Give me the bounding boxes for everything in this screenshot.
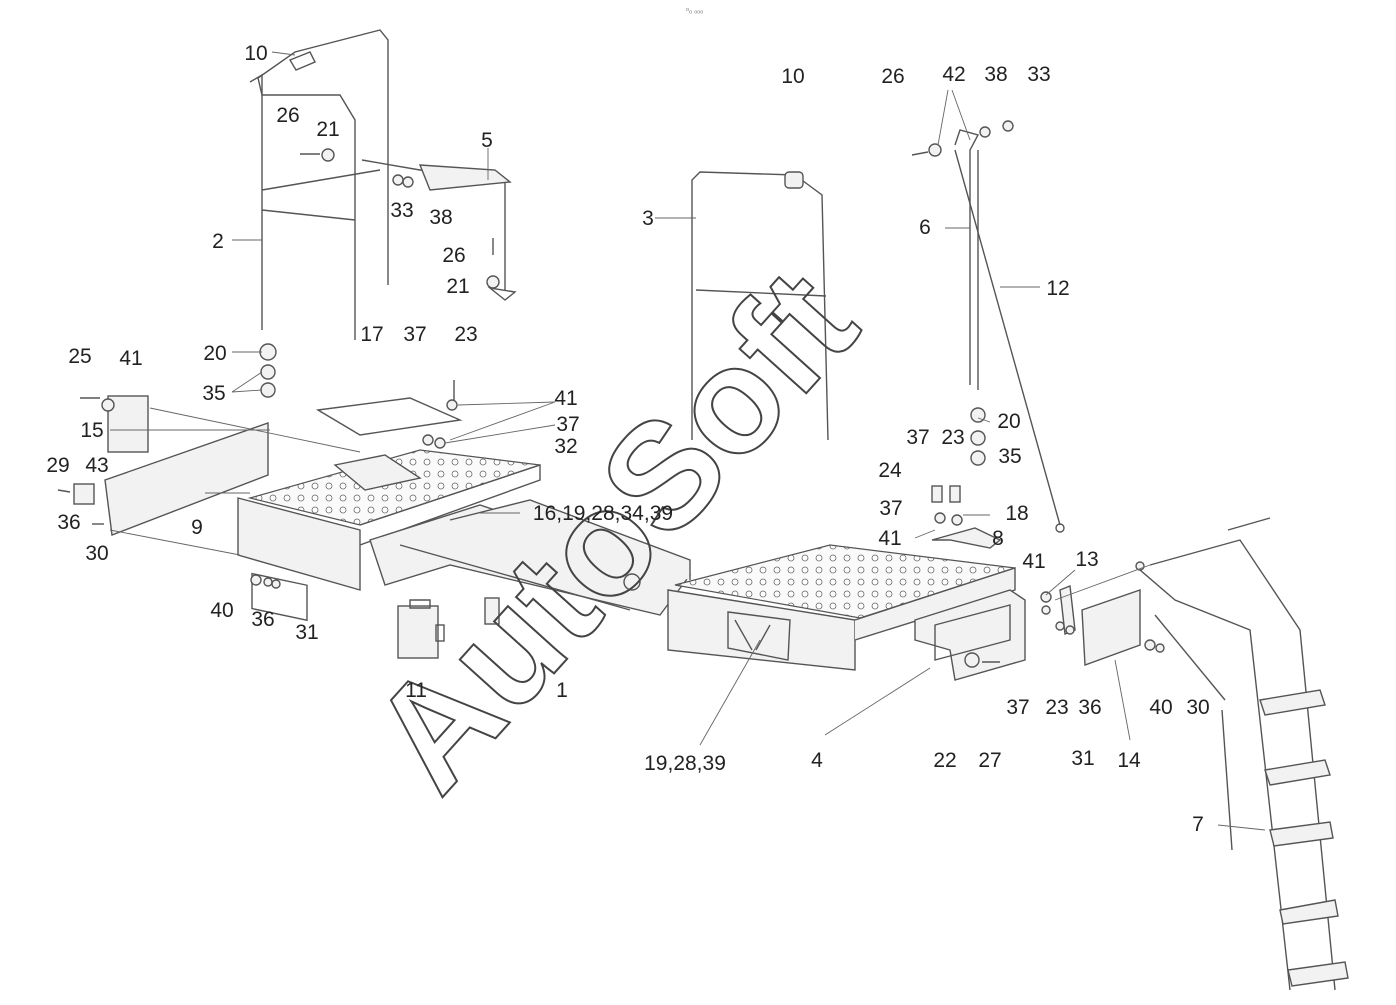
callout-label: 16,19,28,34,39 [533, 502, 673, 525]
callout-label: 25 [68, 345, 91, 368]
callout-label: 31 [295, 621, 318, 644]
reservoir-tank [397, 599, 445, 659]
left-platform [237, 449, 541, 622]
callout-label: 24 [878, 459, 902, 482]
callout-label: 21 [316, 118, 339, 141]
hinge-bracket [1059, 585, 1076, 635]
center-guard-rail [691, 171, 829, 441]
callout-label: 5 [481, 129, 493, 152]
callout-label: 7 [1192, 813, 1204, 836]
callout-label: 17 [360, 323, 383, 346]
callout-label: 36 [251, 608, 274, 631]
callout-label: 41 [119, 347, 142, 370]
watermark-mark: ᵒₒ ₒₒₒ [686, 6, 703, 15]
callout-label: 36 [1078, 696, 1101, 719]
callout-label: 40 [1149, 696, 1172, 719]
callout-label: 38 [429, 206, 452, 229]
callout-label: 18 [1005, 502, 1028, 525]
step-bracket [914, 589, 1026, 681]
callout-label: 37 [1006, 696, 1029, 719]
bracket-arm [361, 159, 517, 301]
callout-label: 41 [554, 387, 577, 410]
callout-label: 26 [276, 104, 299, 127]
callout-label: 22 [933, 749, 956, 772]
callout-label: 4 [811, 749, 823, 772]
callout-label: 8 [992, 527, 1004, 550]
callout-label: 33 [1027, 63, 1050, 86]
callout-label: 37 [906, 426, 929, 449]
callout-label: 20 [203, 342, 226, 365]
callout-label: 10 [781, 65, 804, 88]
callout-label: 9 [191, 516, 203, 539]
connecting-rod [954, 149, 1061, 526]
callout-label: 37 [879, 497, 902, 520]
callout-label: 10 [244, 42, 267, 65]
right-platform [667, 544, 1016, 671]
main-frame [369, 499, 692, 625]
callout-label: 27 [978, 749, 1001, 772]
callout-label: 35 [998, 445, 1021, 468]
gasket-plate [315, 397, 463, 436]
callout-label: 26 [442, 244, 465, 267]
right-rail [954, 129, 980, 390]
callout-label: 23 [454, 323, 477, 346]
callout-label: 26 [881, 65, 904, 88]
callout-label: 37 [403, 323, 426, 346]
callout-label: 14 [1117, 749, 1141, 772]
callout-label: 15 [80, 419, 103, 442]
latch-plate [931, 527, 1002, 549]
leader-lines [109, 51, 1266, 831]
callout-label: 2 [212, 230, 224, 253]
callout-label: 19,28,39 [644, 752, 726, 775]
callout-label: 42 [942, 63, 965, 86]
callout-label: 33 [390, 199, 413, 222]
callout-label: 37 [556, 413, 579, 436]
callout-label: 36 [57, 511, 80, 534]
boarding-ladder [1139, 517, 1349, 991]
fasteners [57, 120, 1165, 668]
callout-label: 30 [85, 542, 108, 565]
callout-label: 23 [1045, 696, 1068, 719]
callout-label: 3 [642, 207, 654, 230]
callout-label: 30 [1186, 696, 1209, 719]
callout-label: 20 [997, 410, 1020, 433]
callout-label: 21 [446, 275, 469, 298]
small-plate [73, 483, 95, 505]
side-plate [1081, 589, 1141, 666]
callout-label: 29 [46, 454, 69, 477]
callout-label: 6 [919, 216, 931, 239]
callout-label: 41 [1022, 550, 1045, 573]
callout-label: 40 [210, 599, 233, 622]
callout-label: 41 [878, 527, 901, 550]
callout-label: 31 [1071, 747, 1094, 770]
left-guard-rail [249, 29, 389, 340]
callout-label: 12 [1046, 277, 1069, 300]
callout-label: 38 [984, 63, 1007, 86]
callout-label: 13 [1075, 548, 1098, 571]
callout-label: 32 [554, 435, 577, 458]
callout-label: 35 [202, 382, 225, 405]
side-panel [104, 422, 269, 536]
callout-label: 43 [85, 454, 108, 477]
callout-label: 23 [941, 426, 964, 449]
callout-label: 11 [405, 679, 427, 702]
callout-label: 1 [556, 679, 568, 702]
